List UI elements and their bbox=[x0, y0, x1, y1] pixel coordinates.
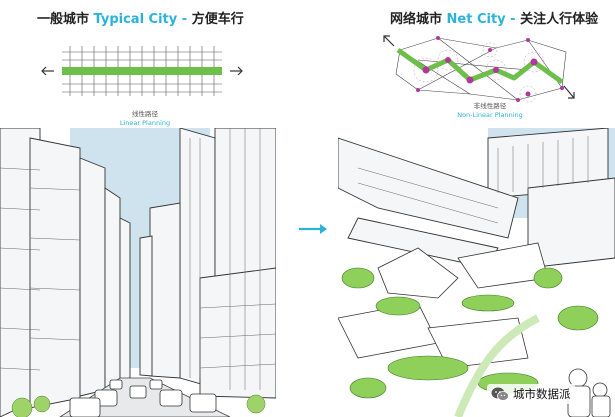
watermark: 城市数据派 bbox=[487, 384, 575, 404]
typical-city-title-sep: - bbox=[177, 12, 192, 27]
typical-city-title-suffix: 方便车行 bbox=[191, 12, 244, 27]
nonlinear-caption-en: Non-Linear Planning bbox=[457, 111, 523, 119]
typical-city-street-sketch bbox=[0, 128, 276, 417]
network-arrow-end-icon bbox=[563, 85, 575, 99]
wechat-icon bbox=[491, 387, 509, 401]
linear-caption-en: Linear Planning bbox=[119, 119, 171, 127]
net-city-title-sep: - bbox=[505, 12, 521, 27]
typical-city-title: 一般城市 Typical City - 方便车行 bbox=[37, 8, 244, 27]
linear-grid-diagram bbox=[41, 46, 243, 96]
linear-caption-cn: 线性路径 bbox=[132, 110, 158, 118]
typical-city-title-en: Typical City bbox=[93, 12, 178, 27]
watermark-text: 城市数据派 bbox=[513, 387, 571, 401]
net-city-title-suffix: 关注人行体验 bbox=[520, 12, 599, 27]
linear-path-bar bbox=[62, 67, 222, 75]
network-nodes bbox=[416, 36, 564, 102]
net-city-title-en: Net City bbox=[446, 12, 506, 27]
net-city-street-sketch bbox=[338, 128, 615, 417]
nonlinear-caption: 非线性路径 Non-Linear Planning bbox=[450, 100, 530, 119]
network-path-diagram bbox=[383, 35, 575, 103]
left-arrow-icon bbox=[41, 66, 54, 76]
net-city-title-cn: 网络城市 bbox=[390, 12, 447, 27]
linear-caption: 线性路径 Linear Planning bbox=[110, 108, 180, 127]
network-arrow-start-icon bbox=[383, 35, 395, 47]
nonlinear-caption-cn: 非线性路径 bbox=[473, 102, 507, 110]
net-city-title: 网络城市 Net City - 关注人行体验 bbox=[390, 8, 598, 27]
right-arrow-icon bbox=[230, 66, 243, 76]
transition-arrow-icon bbox=[299, 224, 327, 234]
typical-city-title-cn: 一般城市 bbox=[37, 12, 94, 27]
network-path bbox=[396, 47, 564, 85]
